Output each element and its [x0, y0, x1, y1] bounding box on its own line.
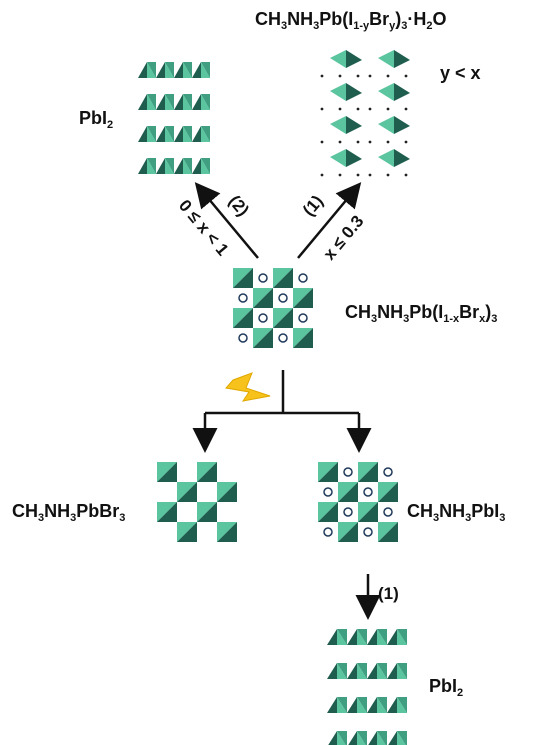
- pbi2-bottom-structure: [327, 629, 407, 745]
- cation-dot: [298, 273, 308, 283]
- br3-label: CH3NH3PbBr3: [12, 501, 126, 524]
- y-lt-x-label: y < x: [440, 63, 481, 83]
- octahedron: [293, 288, 313, 308]
- pbi2-layer: [327, 663, 407, 679]
- water-dot: [368, 140, 372, 144]
- hydrate-unit: [378, 149, 410, 167]
- octahedron: [273, 268, 293, 288]
- pbi2-bottom-label: PbI2: [429, 676, 464, 699]
- octahedron: [253, 288, 273, 308]
- arrow-to-hydrate: [297, 182, 362, 259]
- cation-dot: [343, 507, 353, 517]
- water-dot: [404, 173, 408, 177]
- water-dot: [368, 173, 372, 177]
- cation-dot: [363, 487, 373, 497]
- water-dot: [368, 107, 372, 111]
- octahedron: [177, 522, 197, 542]
- water-dot: [386, 74, 390, 78]
- hydrate-unit: [378, 83, 410, 101]
- octahedron: [318, 502, 338, 522]
- i3-label: CH3NH3PbI3: [407, 501, 506, 524]
- octahedron: [293, 328, 313, 348]
- pbi2-layer: [328, 731, 407, 745]
- hydrate-unit: [330, 149, 362, 167]
- pbi2-layer: [138, 62, 210, 78]
- water-dot: [386, 140, 390, 144]
- water-dot: [356, 74, 360, 78]
- cation-dot: [258, 313, 268, 323]
- octahedron: [197, 462, 217, 482]
- water-dot: [338, 107, 342, 111]
- octahedron: [217, 522, 237, 542]
- hydrate-unit: [330, 50, 362, 68]
- arrow-to-pbi2: [194, 182, 259, 259]
- cation-dot: [238, 293, 248, 303]
- water-dot: [404, 140, 408, 144]
- octahedron: [157, 462, 177, 482]
- octahedron: [233, 268, 253, 288]
- pbi2-top-label: PbI2: [79, 108, 114, 131]
- pbi2-layer: [327, 697, 407, 713]
- lightning-icon: [225, 372, 271, 402]
- pbi2-layer: [138, 94, 210, 110]
- cation-dot: [278, 293, 288, 303]
- water-dot: [320, 107, 324, 111]
- cation-dot: [343, 467, 353, 477]
- water-dot: [320, 140, 324, 144]
- hydrate-unit: [330, 83, 362, 101]
- mixed-label: CH3NH3Pb(I1-xBrx)3: [345, 302, 498, 325]
- hydrate-unit: [378, 50, 410, 68]
- cation-dot: [363, 527, 373, 537]
- octahedron: [253, 328, 273, 348]
- octahedron: [157, 502, 177, 522]
- br3-structure: [157, 462, 237, 542]
- pbi2-top-structure: [138, 62, 210, 174]
- pbi2-layer: [138, 126, 210, 142]
- cation-dot: [323, 527, 333, 537]
- cation-dot: [323, 487, 333, 497]
- cation-dot: [258, 273, 268, 283]
- water-dot: [320, 173, 324, 177]
- bottom-step-label: (1): [378, 584, 399, 603]
- octahedron: [197, 502, 217, 522]
- cation-dot: [278, 333, 288, 343]
- cation-dot: [238, 333, 248, 343]
- water-dot: [386, 173, 390, 177]
- hydrate-unit: [378, 116, 410, 134]
- split-arrows: [192, 370, 372, 453]
- water-dot: [404, 74, 408, 78]
- octahedron: [273, 308, 293, 328]
- water-dot: [338, 74, 342, 78]
- water-dot: [368, 74, 372, 78]
- octahedron: [233, 308, 253, 328]
- octahedron: [378, 522, 398, 542]
- mixed-perovskite-structure: [233, 268, 313, 348]
- hydrate-unit: [330, 116, 362, 134]
- water-dot: [338, 173, 342, 177]
- octahedron: [338, 522, 358, 542]
- water-dot: [404, 107, 408, 111]
- water-dot: [338, 140, 342, 144]
- cation-dot: [383, 507, 393, 517]
- octahedron: [217, 482, 237, 502]
- water-dot: [356, 140, 360, 144]
- hydrate-structure: [320, 50, 410, 177]
- water-dot: [386, 107, 390, 111]
- octahedron: [177, 482, 197, 502]
- cation-dot: [383, 467, 393, 477]
- water-dot: [356, 107, 360, 111]
- pbi2-layer: [327, 629, 407, 645]
- water-dot: [320, 74, 324, 78]
- i3-structure: [318, 462, 398, 542]
- octahedron: [378, 482, 398, 502]
- octahedron: [358, 462, 378, 482]
- cation-dot: [298, 313, 308, 323]
- octahedron: [318, 462, 338, 482]
- hydrate-label: CH3NH3Pb(I1-yBry)3·H2O: [255, 9, 447, 32]
- pbi2-layer: [138, 158, 210, 174]
- octahedron: [338, 482, 358, 502]
- octahedron: [358, 502, 378, 522]
- water-dot: [356, 173, 360, 177]
